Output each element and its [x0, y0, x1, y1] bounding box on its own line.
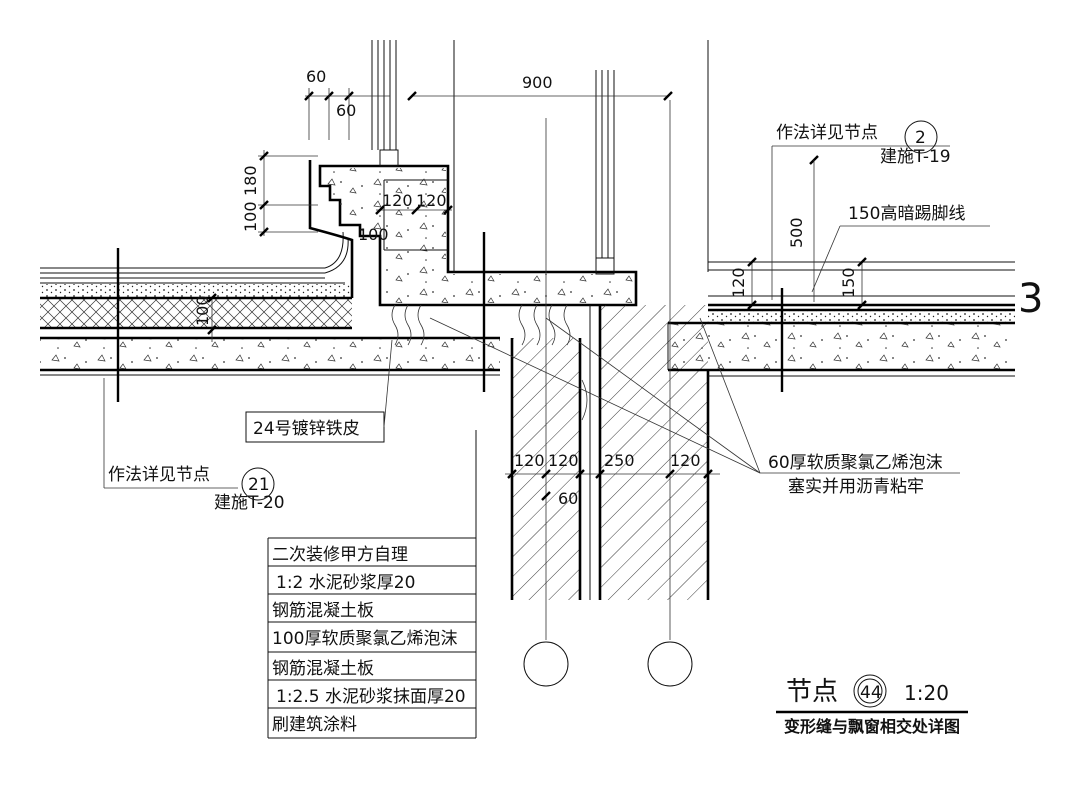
scale-label: 1:20	[904, 681, 949, 705]
bay-window-sill	[308, 40, 709, 307]
foam-note-line2: 塞实并用沥青粘牢	[788, 477, 924, 497]
layer-item: 钢筋混凝土板	[272, 659, 374, 679]
node-number: 44	[860, 683, 882, 703]
dim-500: 500	[787, 217, 806, 248]
dimensions: 60 60 900 180 100 120 120 100 500 120	[193, 67, 950, 508]
dim-120-w3: 120	[670, 451, 701, 470]
axis-bubble-left	[523, 641, 569, 687]
dim-120-a: 120	[382, 191, 413, 210]
ref-top-num: 2	[915, 128, 926, 148]
ref-left-text: 作法详见节点	[108, 465, 210, 485]
dim-900: 900	[522, 73, 553, 92]
annotations: 作法详见节点 2 建施T-19 150高暗踢脚线 3 24号镀锌铁皮 作法详见节…	[103, 120, 1043, 513]
layer-item: 100厚软质聚氯乙烯泡沫	[272, 629, 457, 649]
dim-100-mid: 100	[358, 225, 389, 244]
ref-top-sheet: 建施T-19	[880, 147, 951, 167]
layer-item: 钢筋混凝土板	[272, 601, 374, 621]
dim-100-slab: 100	[193, 295, 212, 326]
foam-note-line1: 60厚软质聚氯乙烯泡沫	[768, 453, 943, 473]
dim-100-left: 100	[241, 201, 260, 232]
right-floor	[667, 261, 1015, 377]
layer-item: 1:2.5 水泥砂浆抹面厚20	[276, 687, 466, 707]
dim-60-joint: 60	[558, 489, 578, 508]
ref-left-sheet: 建施T-20	[214, 493, 285, 513]
dim-120-right: 120	[729, 267, 748, 298]
dim-60-bottom: 60	[336, 101, 356, 120]
dim-60-top: 60	[306, 67, 326, 86]
ref-left-num: 21	[248, 475, 270, 495]
ref-top-bubble	[904, 120, 938, 154]
dim-120-w1: 120	[514, 451, 545, 470]
ref-left-bubble	[241, 467, 275, 501]
dim-250: 250	[604, 451, 635, 470]
dim-150-right: 150	[839, 267, 858, 298]
node-label: 节点	[786, 677, 838, 707]
ref-top-text: 作法详见节点	[776, 123, 878, 143]
layer-item: 1:2 水泥砂浆厚20	[276, 573, 415, 593]
galvanized-note: 24号镀锌铁皮	[253, 419, 360, 439]
dim-180: 180	[241, 165, 260, 196]
dim-120-w2: 120	[548, 451, 579, 470]
axis-bubble-right	[647, 641, 693, 687]
layer-legend: 二次装修甲方自理 1:2 水泥砂浆厚20 钢筋混凝土板 100厚软质聚氯乙烯泡沫…	[267, 430, 477, 739]
title-block: 节点 44 1:20 变形缝与飘窗相交处详图	[776, 674, 968, 736]
node-number-bubble	[853, 674, 887, 708]
layer-item: 刷建筑涂料	[272, 715, 357, 735]
dim-120-b: 120	[416, 191, 447, 210]
section-mark: 3	[1018, 276, 1043, 322]
drawing-title: 变形缝与飘窗相交处详图	[784, 717, 960, 736]
layer-item: 二次装修甲方自理	[272, 545, 408, 565]
axis-lines	[116, 100, 784, 687]
skirting-note: 150高暗踢脚线	[848, 204, 965, 224]
